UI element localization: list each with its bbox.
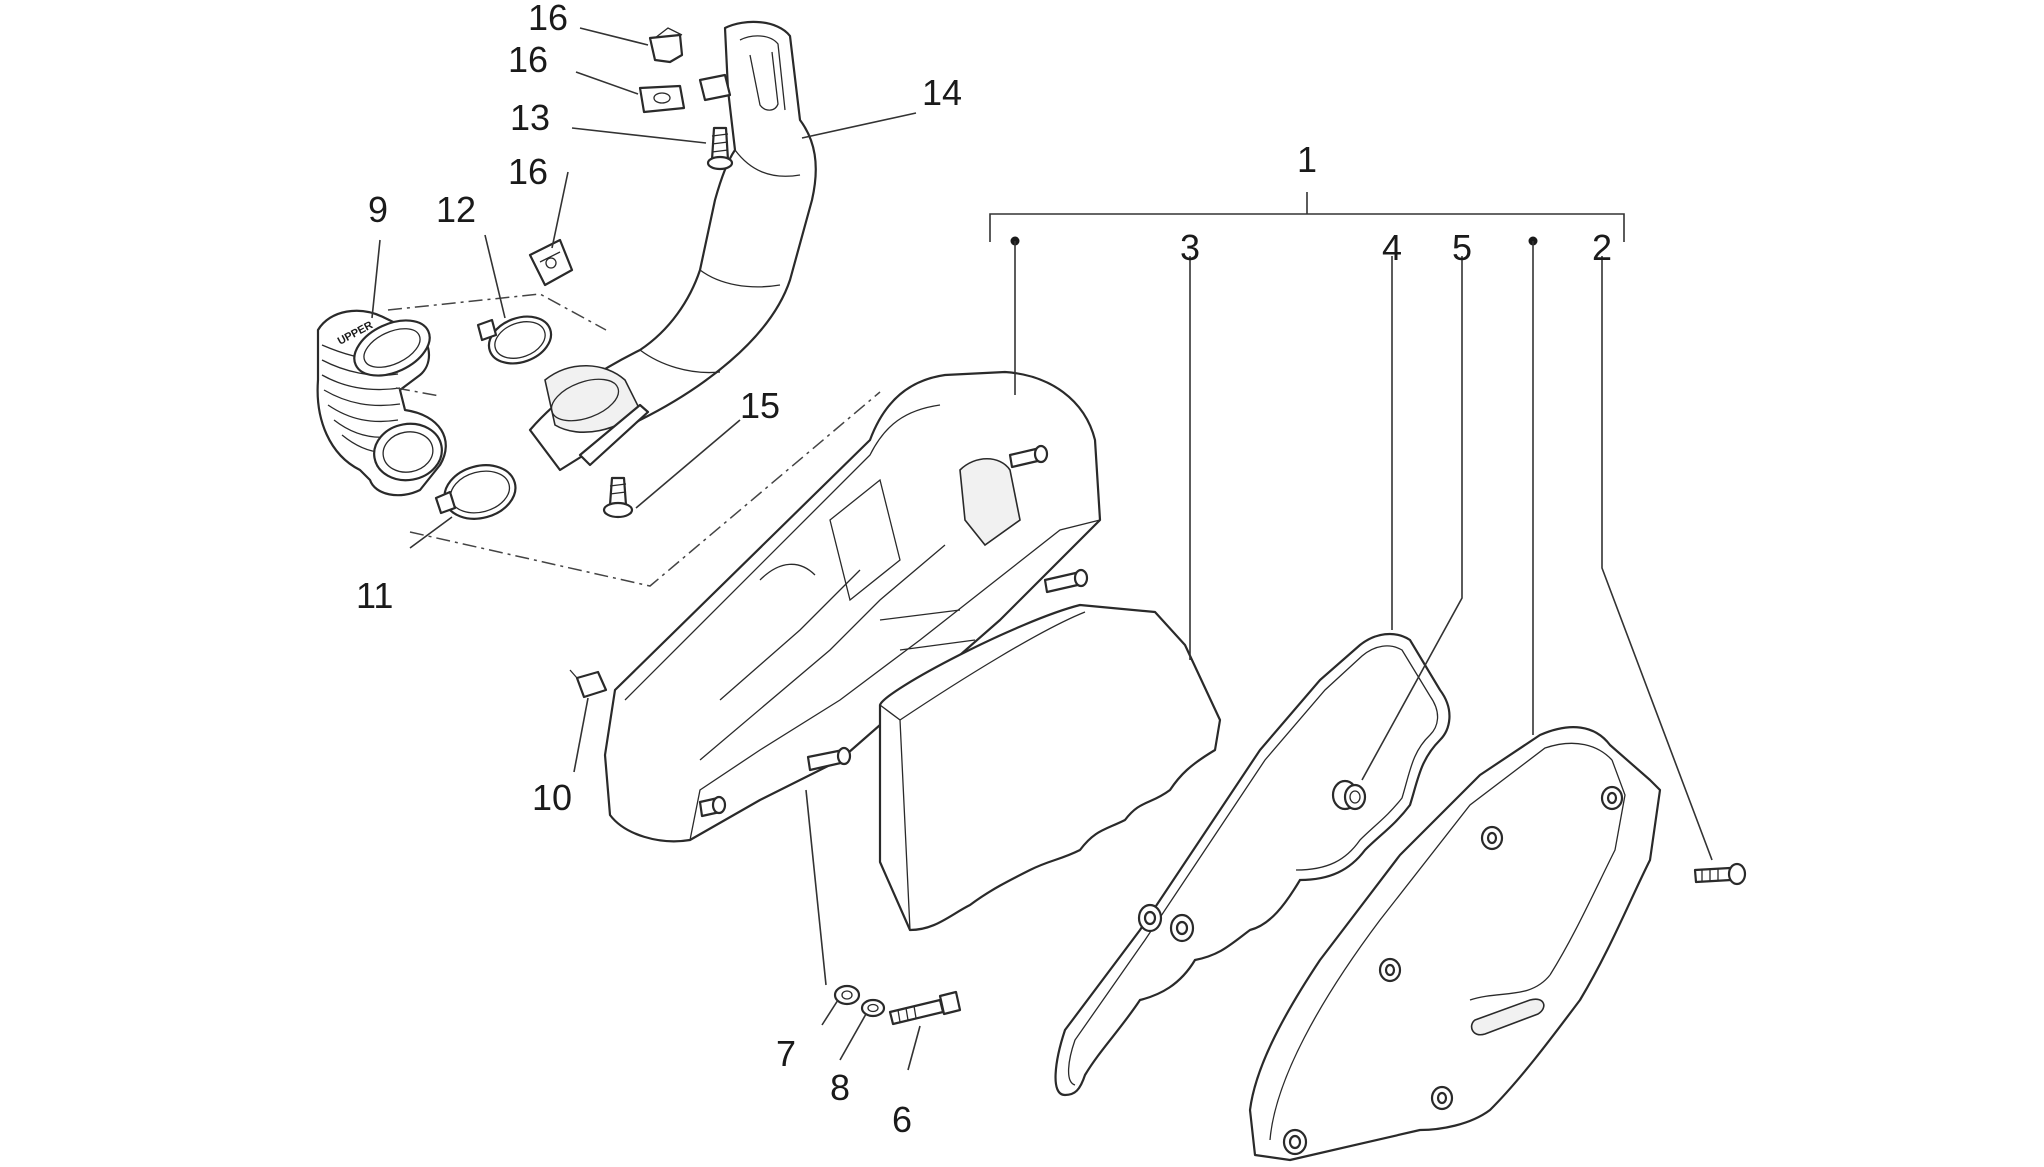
- gasket-4-part: [1054, 632, 1451, 1097]
- air-box-cover-part: [1248, 726, 1662, 1162]
- callout-labels: 1 2 3 4 5 6 7 8 9 10 11 12 13 14 15 16 1…: [356, 0, 1612, 1140]
- callout-2: 2: [1592, 227, 1612, 268]
- washer-7-part: [833, 984, 861, 1006]
- filter-element-part: [878, 603, 1222, 932]
- callout-4: 4: [1382, 227, 1402, 268]
- cover-screw-part: [1693, 862, 1747, 886]
- bolt-6-part: [888, 990, 962, 1026]
- callout-10: 10: [532, 777, 572, 818]
- callout-8: 8: [830, 1067, 850, 1108]
- intake-duct-part: [528, 20, 817, 472]
- callout-9: 9: [368, 189, 388, 230]
- leader-lines: [371, 27, 1713, 1071]
- callout-3: 3: [1180, 227, 1200, 268]
- callout-13: 13: [510, 97, 550, 138]
- callout-16-lower: 16: [508, 151, 548, 192]
- lock-washer-8-part: [860, 998, 886, 1018]
- grommet-5-part: [1331, 779, 1367, 811]
- callout-6: 6: [892, 1099, 912, 1140]
- kit-bracket: [989, 192, 1625, 242]
- screw-15-part: [602, 476, 634, 519]
- bellows-hose-part: UPPER: [316, 309, 447, 497]
- clip-nut-16-middle: [638, 84, 686, 114]
- screw-13-part: [706, 126, 734, 171]
- callout-14: 14: [922, 72, 962, 113]
- callout-1: 1: [1297, 139, 1317, 180]
- callout-5: 5: [1452, 227, 1472, 268]
- callout-12: 12: [436, 189, 476, 230]
- clip-nut-16-top: [648, 27, 684, 64]
- assembly-line-upper: [387, 293, 607, 331]
- clip-nut-16-lower: [528, 238, 574, 287]
- assembly-line-hose: [395, 387, 441, 397]
- callout-16-middle: 16: [508, 39, 548, 80]
- callout-11: 11: [356, 575, 393, 616]
- callout-16-top: 16: [528, 0, 568, 38]
- callout-15: 15: [740, 385, 780, 426]
- hose-clamp-11-part: [434, 464, 517, 520]
- callout-7: 7: [776, 1033, 796, 1074]
- hose-clamp-12-part: [476, 315, 553, 365]
- clip-10-part: [569, 669, 608, 699]
- assembly-line-lower: [409, 391, 881, 587]
